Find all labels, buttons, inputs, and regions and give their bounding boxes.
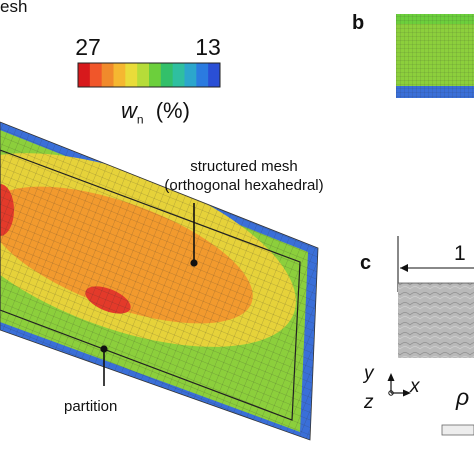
colorbar-max-label: 27	[75, 34, 101, 60]
dimension-label-fragment: 1	[454, 242, 466, 265]
colorbar-swatch	[89, 63, 103, 87]
colorbar-min-label: 13	[195, 34, 221, 60]
colorbar-swatch	[101, 63, 114, 87]
dimension-arrow-icon	[400, 264, 408, 272]
structured-mesh-line1: structured mesh	[190, 158, 298, 175]
colorbar-swatch	[149, 63, 162, 87]
z-axis-icon	[388, 390, 394, 396]
quantity-symbol: w	[121, 98, 137, 123]
axis-x-label: x	[410, 376, 420, 397]
axis-z-label: z	[364, 392, 374, 413]
specimen-photo	[398, 283, 474, 358]
colorbar-swatch	[113, 63, 126, 87]
mesh-slab	[0, 121, 319, 441]
callout-leaders	[100, 203, 198, 386]
colorbar-swatch	[137, 63, 150, 87]
panel-b-letter: b	[352, 12, 365, 34]
mesh-pointer-dot	[190, 259, 198, 267]
partition-callout: partition	[64, 398, 118, 415]
y-arrow-icon	[387, 373, 395, 381]
colorbar-swatch	[78, 63, 91, 87]
colorbar-swatch	[208, 63, 221, 87]
colorbar-swatch	[172, 63, 185, 87]
colorbar-border	[77, 62, 221, 88]
panel-a-header-fragment: esh	[0, 0, 28, 16]
structured-mesh-line2: (orthogonal hexahedral)	[164, 177, 324, 194]
colorbar-swatch	[160, 63, 174, 87]
colorbar-swatch	[196, 63, 209, 87]
panel-c-specimen	[397, 236, 474, 436]
colorbar	[77, 62, 221, 88]
structured-mesh-callout: structured mesh (orthogonal hexahedral)	[126, 157, 362, 195]
panel-c-letter: c	[360, 252, 372, 274]
rho-label-fragment: ρ	[456, 384, 470, 410]
axes-triad	[387, 373, 411, 397]
panel-b-specimen	[396, 14, 474, 98]
quantity-unit: (%)	[155, 98, 190, 123]
partition-outline	[0, 149, 301, 421]
x-arrow-icon	[403, 389, 411, 397]
scale-bar	[441, 424, 474, 436]
axis-y-label: y	[364, 363, 374, 384]
partition-pointer-dot	[100, 345, 108, 353]
colorbar-swatch	[125, 63, 138, 87]
quantity-subscript: n	[136, 112, 144, 127]
colorbar-quantity-label: wn (%)	[121, 98, 190, 126]
colorbar-swatch	[184, 63, 197, 87]
